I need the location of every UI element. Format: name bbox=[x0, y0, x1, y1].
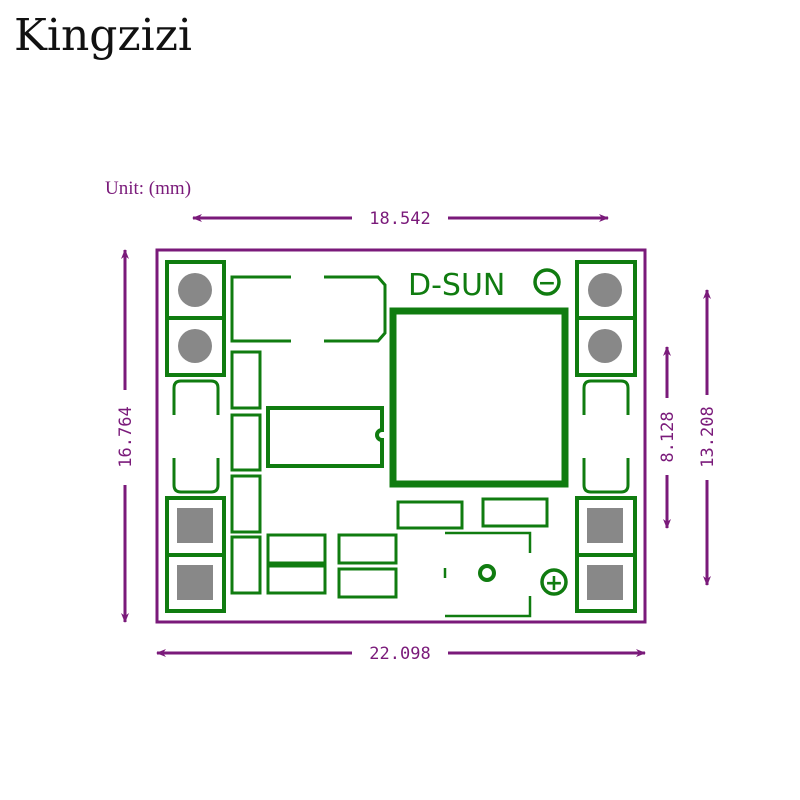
smd-part bbox=[230, 413, 262, 472]
smd-part bbox=[266, 564, 327, 595]
component-outline-left bbox=[172, 379, 220, 494]
dim-top-width-label: 18.542 bbox=[369, 209, 430, 229]
minus-symbol-icon: − bbox=[533, 268, 561, 296]
inductor-outline bbox=[389, 307, 569, 488]
smd-part bbox=[230, 350, 262, 410]
smd-part bbox=[481, 497, 549, 528]
terminal-right-top bbox=[575, 260, 637, 377]
dim-inner-height-label: 8.128 bbox=[658, 411, 678, 462]
ic-outline bbox=[266, 406, 384, 468]
pad-round bbox=[588, 329, 622, 363]
terminal-left-bottom bbox=[165, 496, 226, 613]
component-outline-bottom bbox=[443, 531, 532, 618]
plus-symbol: + bbox=[545, 571, 563, 596]
dim-top-width: 18.542 bbox=[192, 209, 609, 229]
silkscreen-brand: D-SUN bbox=[408, 268, 505, 303]
dim-board-height: 16.764 bbox=[116, 249, 136, 623]
smd-part bbox=[230, 474, 262, 534]
smd-part bbox=[266, 533, 327, 565]
smd-part bbox=[230, 535, 262, 595]
unit-label: Unit: (mm) bbox=[105, 178, 191, 199]
pad-square bbox=[177, 508, 213, 543]
smd-part bbox=[337, 567, 398, 599]
dim-board-width: 22.098 bbox=[156, 644, 646, 664]
plus-symbol-icon: + bbox=[540, 568, 568, 596]
pad-round bbox=[178, 329, 212, 363]
smd-part bbox=[396, 500, 464, 530]
pad-square bbox=[177, 565, 213, 600]
pad-round bbox=[588, 273, 622, 307]
brand-watermark: Kingzizi bbox=[14, 10, 192, 61]
component-outline-right bbox=[582, 379, 630, 494]
terminal-left-top bbox=[165, 260, 226, 377]
pad-square bbox=[587, 508, 623, 543]
dim-outer-height: 13.208 bbox=[698, 289, 718, 586]
dim-outer-height-label: 13.208 bbox=[698, 406, 718, 467]
smd-part bbox=[337, 533, 398, 565]
pad-square bbox=[587, 565, 623, 600]
dim-board-width-label: 22.098 bbox=[369, 644, 430, 664]
dim-inner-height: 8.128 bbox=[658, 346, 678, 529]
capacitor-outline-right bbox=[324, 275, 387, 343]
board-outline bbox=[155, 248, 647, 624]
pad-round bbox=[178, 273, 212, 307]
capacitor-outline-left bbox=[230, 275, 291, 343]
terminal-right-bottom bbox=[575, 496, 637, 613]
dim-board-height-label: 16.764 bbox=[116, 406, 136, 467]
minus-symbol: − bbox=[538, 271, 556, 296]
